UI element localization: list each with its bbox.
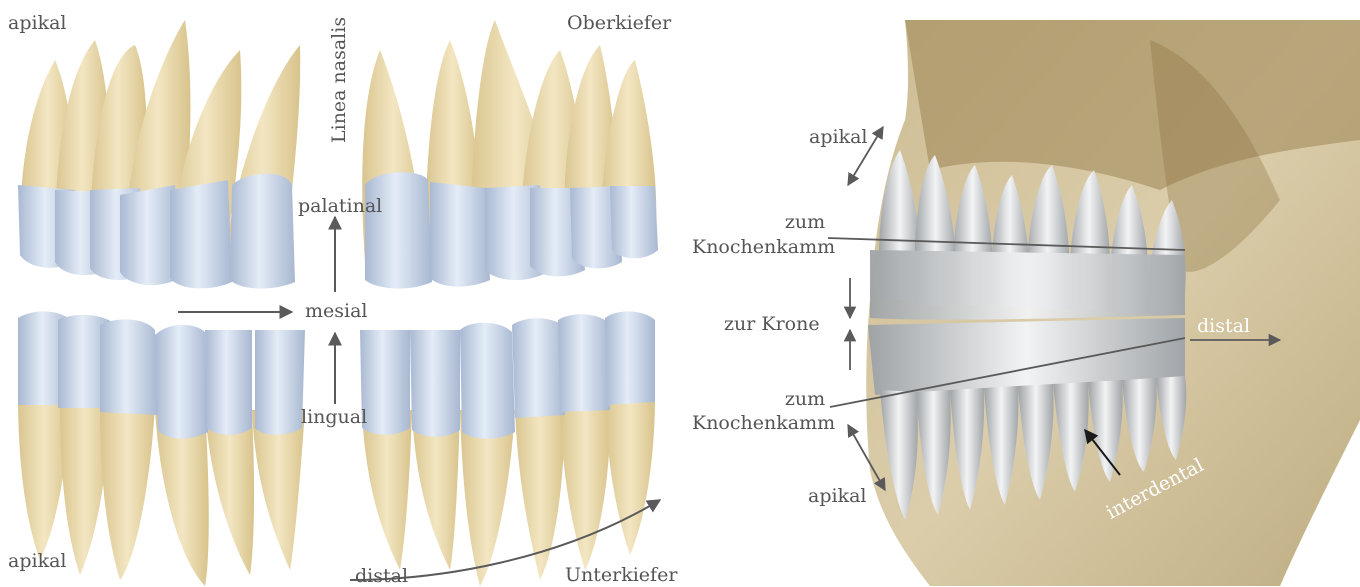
zur-krone-label: zur Krone	[724, 315, 820, 334]
lower-teeth-left-group	[18, 311, 305, 586]
jaw-lateral-illustration	[680, 0, 1360, 586]
dental-lateral-view-panel: apikal zum Knochenkamm zur Krone distal …	[680, 0, 1360, 586]
lower-teeth-right-group	[360, 311, 655, 586]
zum-top-line1-label: zum	[784, 213, 826, 232]
knochenkamm-bottom-label: Knochenkamm	[692, 414, 835, 433]
unterkiefer-label: Unterkiefer	[565, 566, 677, 585]
dental-front-view-panel: apikal Oberkiefer Linea nasalis palatina…	[0, 0, 680, 586]
palatinal-label: palatinal	[298, 197, 382, 216]
mesial-label: mesial	[305, 302, 368, 321]
upper-teeth-left-group	[18, 20, 300, 289]
zum-bottom-line1-label: zum	[784, 390, 826, 409]
linea-nasalis-label: Linea nasalis	[330, 17, 349, 143]
knochenkamm-top-label: Knochenkamm	[692, 238, 835, 257]
oberkiefer-label: Oberkiefer	[567, 14, 671, 33]
apikal-top-label-right: apikal	[809, 128, 867, 147]
upper-teeth-right-group	[362, 20, 658, 289]
apikal-bottom-label: apikal	[8, 552, 66, 571]
distal-label: distal	[355, 567, 408, 586]
distal-label-right: distal	[1197, 317, 1250, 336]
apikal-bottom-label-right: apikal	[808, 487, 866, 506]
apikal-top-label: apikal	[8, 14, 66, 33]
lingual-label: lingual	[301, 408, 367, 427]
